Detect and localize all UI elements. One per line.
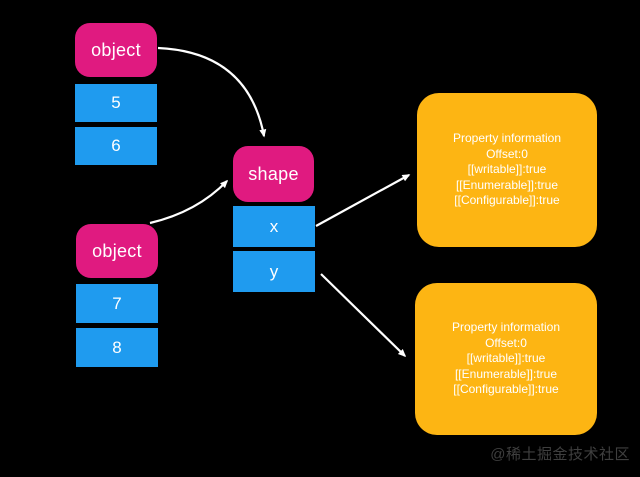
property-info-box-top: Property information Offset:0 [[writable… xyxy=(417,93,597,247)
object-2-slot-7-value: 7 xyxy=(112,293,122,313)
property-info-top-line-2: Offset:0 xyxy=(486,146,528,161)
node-object-1: object xyxy=(75,23,157,77)
object-2-slot-8-value: 8 xyxy=(112,337,122,357)
property-info-bottom-line-1: Property information xyxy=(451,320,561,335)
object-2-slot-8: 8 xyxy=(76,328,158,367)
object-2-slot-7: 7 xyxy=(76,284,158,323)
property-info-top-line-1: Property information xyxy=(452,131,562,146)
shape-slot-y-value: y xyxy=(269,261,279,281)
node-object-1-label: object xyxy=(91,39,141,60)
object-1-slot-6: 6 xyxy=(75,127,157,165)
object-1-slot-6-value: 6 xyxy=(111,136,121,155)
property-info-bottom-line-2: Offset:0 xyxy=(485,335,527,350)
property-info-top-line-4: [[Enumerable]]:true xyxy=(455,177,559,192)
property-info-top-line-3: [[writable]]:true xyxy=(467,162,547,177)
arrow-y-to-property-bottom xyxy=(320,273,407,358)
shape-slot-y: y xyxy=(233,251,315,292)
shape-slot-x: x xyxy=(233,206,315,247)
property-info-box-bottom: Property information Offset:0 [[writable… xyxy=(415,283,597,435)
arrow-object2-to-shape xyxy=(149,179,229,225)
property-info-bottom-line-5: [[Configurable]]:true xyxy=(453,382,559,397)
node-shape-label: shape xyxy=(248,163,299,184)
object-1-slot-5: 5 xyxy=(75,84,157,122)
node-shape: shape xyxy=(233,146,314,202)
shape-slot-x-value: x xyxy=(269,216,279,236)
arrow-object1-to-shape xyxy=(157,46,267,138)
watermark: @稀土掘金技术社区 xyxy=(490,446,630,463)
property-info-bottom-line-4: [[Enumerable]]:true xyxy=(454,366,558,381)
arrow-x-to-property-top xyxy=(315,174,411,227)
property-info-top-line-5: [[Configurable]]:true xyxy=(454,193,560,208)
node-object-2-label: object xyxy=(92,240,142,261)
property-info-bottom-line-3: [[writable]]:true xyxy=(466,351,546,366)
node-object-2: object xyxy=(76,224,158,278)
object-1-slot-5-value: 5 xyxy=(111,93,121,112)
